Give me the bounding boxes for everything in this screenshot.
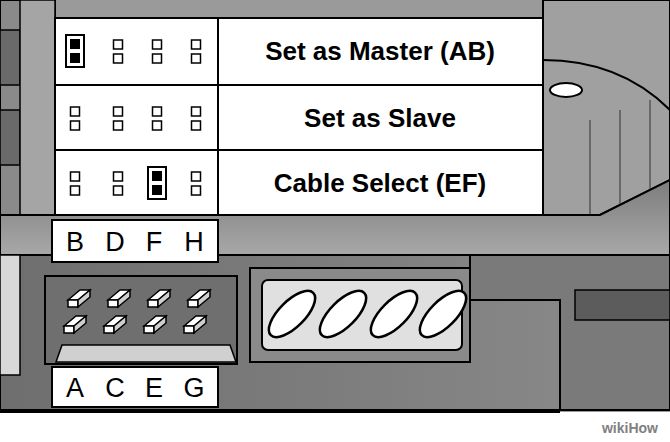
pin-name: A bbox=[66, 375, 84, 402]
pin-name: B bbox=[66, 229, 84, 256]
pin bbox=[192, 172, 201, 181]
pin bbox=[114, 121, 123, 130]
pin bbox=[70, 39, 80, 49]
drive-body bbox=[0, 0, 670, 412]
pin bbox=[71, 186, 80, 195]
pin bbox=[71, 107, 80, 116]
drive-hole bbox=[550, 83, 582, 97]
pin-name: C bbox=[105, 375, 125, 402]
power-pin bbox=[262, 284, 323, 345]
pin-name: G bbox=[183, 375, 204, 402]
pin bbox=[194, 316, 206, 333]
drive-side bbox=[0, 0, 55, 215]
pin bbox=[114, 54, 123, 63]
watermark: wikiHow bbox=[602, 421, 658, 435]
pin-name: E bbox=[145, 375, 163, 402]
pin bbox=[153, 121, 162, 130]
pin bbox=[70, 53, 80, 63]
pin bbox=[152, 185, 162, 195]
pin bbox=[78, 290, 90, 307]
jumper-cap bbox=[66, 35, 84, 67]
pin bbox=[71, 121, 80, 130]
jumper-block bbox=[45, 276, 237, 364]
power-pin bbox=[413, 284, 474, 345]
pin-name: H bbox=[184, 229, 204, 256]
drive-face bbox=[0, 255, 670, 410]
power-pins bbox=[262, 284, 474, 345]
pin bbox=[153, 107, 162, 116]
pin bbox=[188, 300, 198, 307]
pin bbox=[184, 326, 194, 333]
pin bbox=[74, 316, 86, 333]
pin bbox=[114, 40, 123, 49]
pin bbox=[154, 316, 166, 333]
pin bbox=[192, 54, 201, 63]
pin bbox=[114, 172, 123, 181]
pin bbox=[144, 326, 154, 333]
table-pins bbox=[66, 35, 201, 199]
pin bbox=[192, 121, 201, 130]
drive-case bbox=[543, 0, 670, 215]
pin bbox=[71, 172, 80, 181]
power-pin bbox=[364, 284, 425, 345]
pin bbox=[108, 300, 118, 307]
pin bbox=[114, 316, 126, 333]
pin-name: D bbox=[105, 229, 125, 256]
pin bbox=[192, 186, 201, 195]
pin-letter-box bbox=[52, 367, 218, 407]
pin-name: F bbox=[146, 229, 163, 256]
pin bbox=[153, 54, 162, 63]
pin bbox=[114, 107, 123, 116]
pin bbox=[64, 326, 74, 333]
pin bbox=[68, 300, 78, 307]
pin bbox=[152, 171, 162, 181]
pin bbox=[192, 107, 201, 116]
pin bbox=[148, 300, 158, 307]
pin bbox=[114, 186, 123, 195]
pin bbox=[153, 40, 162, 49]
pin bbox=[158, 290, 170, 307]
jumper-cap bbox=[148, 167, 166, 199]
pin bbox=[118, 290, 130, 307]
pin bbox=[192, 40, 201, 49]
table-cell: Set as Master (AB) bbox=[265, 38, 495, 64]
jumper-pins bbox=[64, 290, 210, 333]
pin-letter-box bbox=[52, 220, 218, 262]
pin bbox=[104, 326, 114, 333]
pin bbox=[198, 290, 210, 307]
jumper-table bbox=[55, 18, 543, 215]
table-cell: Set as Slave bbox=[304, 105, 456, 131]
table-cell: Cable Select (EF) bbox=[274, 170, 486, 196]
power-pin bbox=[313, 284, 374, 345]
